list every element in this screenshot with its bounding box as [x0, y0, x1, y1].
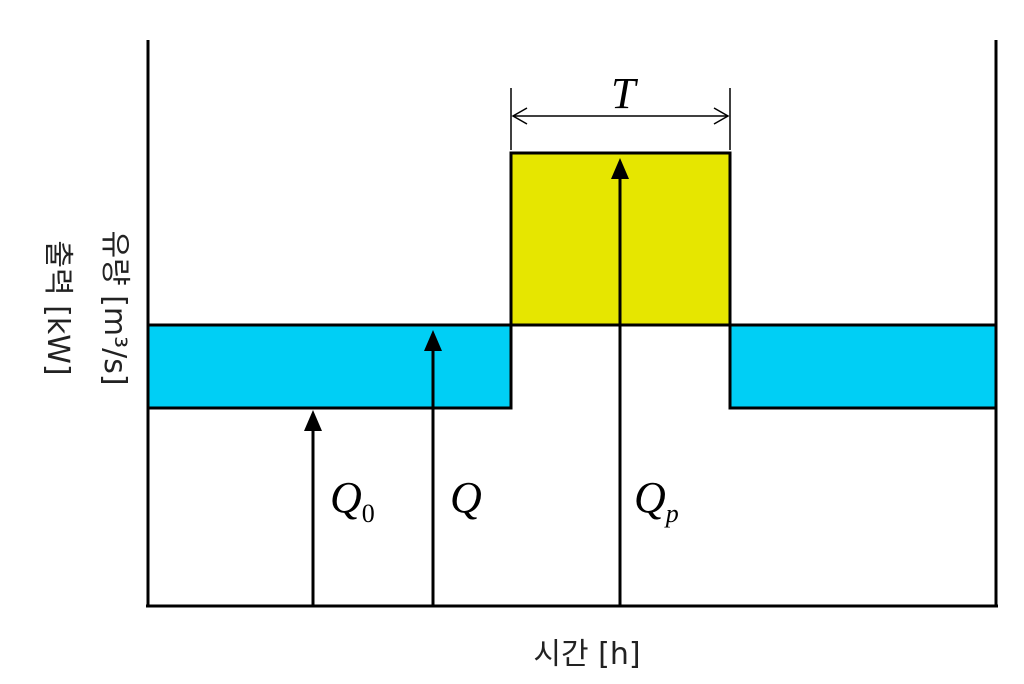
base-band-left: [146, 323, 513, 410]
x-axis-label: 시간 [h]: [533, 637, 640, 672]
label-t: T: [611, 69, 639, 118]
y-axis-label-flow: 유량 [m³/s]: [97, 230, 132, 385]
dim-t-right-arrow: [713, 107, 730, 125]
label-q0: Q0: [330, 473, 375, 528]
dim-t-left-arrow: [511, 107, 528, 125]
label-q: Q: [450, 473, 482, 522]
arrow-qp-head: [611, 158, 629, 179]
label-qp: Qp: [634, 473, 679, 528]
base-band-right: [728, 323, 998, 410]
label-q0-main: Q: [330, 473, 362, 522]
arrow-q0-head: [304, 410, 322, 431]
label-qp-main: Q: [634, 473, 666, 522]
label-qp-sub: p: [664, 499, 679, 528]
label-q0-sub: 0: [362, 499, 375, 528]
arrow-q-head: [424, 330, 442, 351]
y-axis-label-output: 출력 [kW]: [40, 240, 75, 375]
